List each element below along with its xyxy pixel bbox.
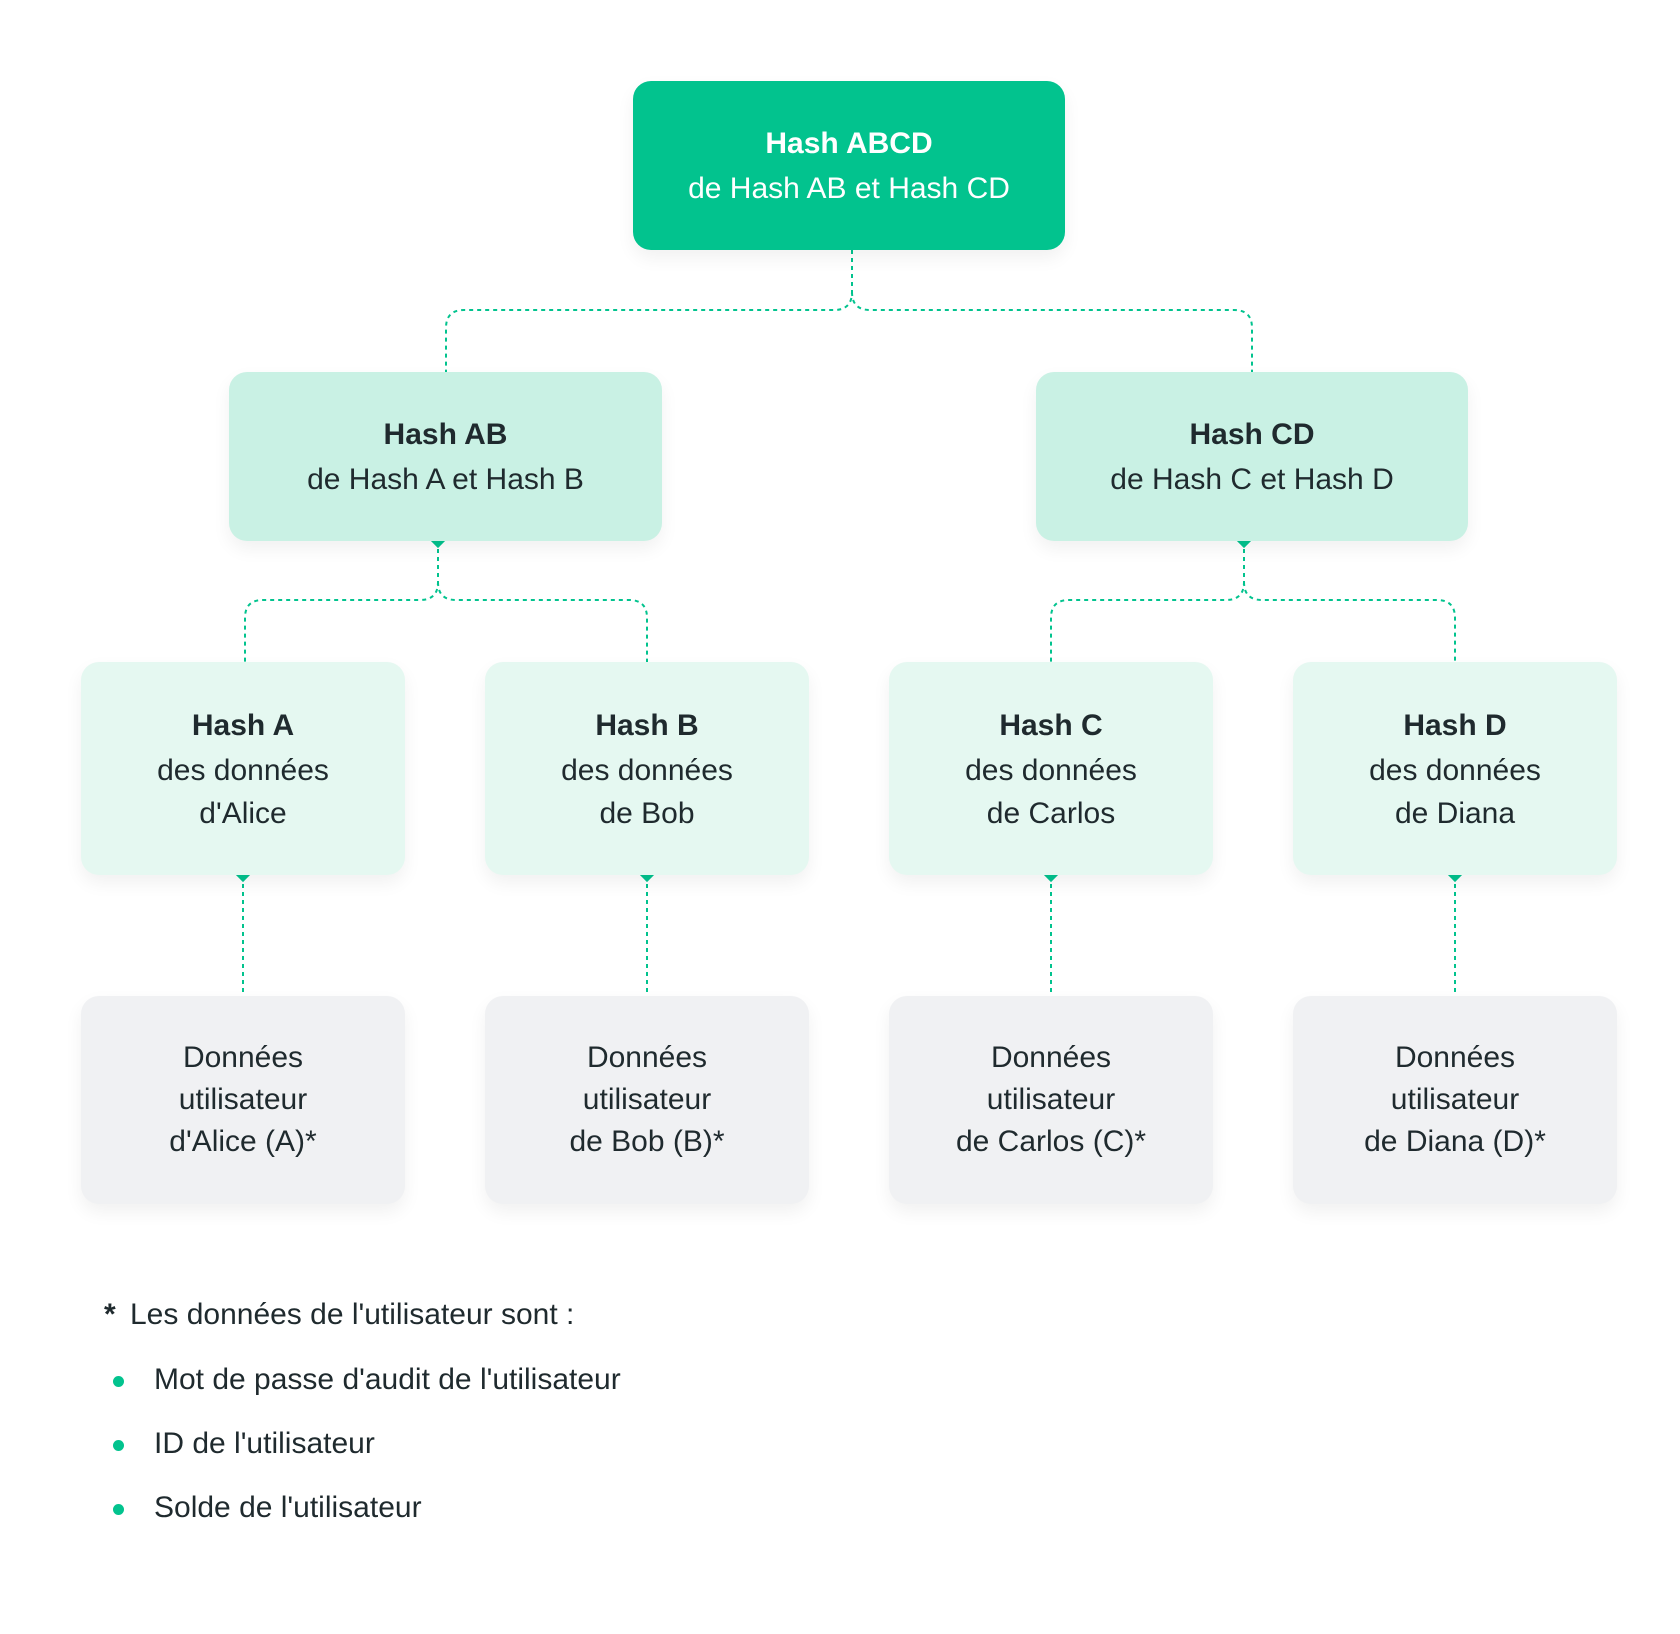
list-item: Solde de l'utilisateur bbox=[104, 1476, 621, 1540]
node-hash-abcd: Hash ABCD de Hash AB et Hash CD bbox=[633, 81, 1065, 250]
node-data-carlos: Données utilisateur de Carlos (C)* bbox=[889, 996, 1213, 1204]
node-title: Hash A bbox=[191, 708, 295, 742]
node-title: Hash AB bbox=[383, 418, 508, 451]
node-title: Hash CD bbox=[1189, 418, 1315, 451]
legend-note: * Les données de l'utilisateur sont : bbox=[104, 1298, 621, 1348]
node-subtitle: de Hash C et Hash D bbox=[1110, 463, 1394, 496]
node-data-diana: Données utilisateur de Diana (D)* bbox=[1293, 996, 1617, 1204]
edge-root-ab bbox=[445, 250, 853, 372]
node-title: Hash B bbox=[595, 708, 699, 742]
node-title: Hash C bbox=[999, 708, 1103, 742]
asterisk-marker: * bbox=[104, 1298, 116, 1331]
node-subtitle: des données de Carlos bbox=[965, 753, 1137, 830]
node-text: Données utilisateur de Carlos (C)* bbox=[955, 1041, 1147, 1158]
node-hash-d: Hash D des données de Diana bbox=[1293, 662, 1617, 875]
bullet-icon bbox=[113, 1504, 124, 1515]
bullet-icon bbox=[113, 1376, 124, 1387]
node-subtitle: des données de Bob bbox=[561, 753, 733, 830]
node-subtitle: des données de Diana bbox=[1369, 753, 1541, 830]
list-item-text: ID de l'utilisateur bbox=[154, 1427, 375, 1460]
list-item-text: Solde de l'utilisateur bbox=[154, 1491, 422, 1524]
legend-list: Mot de passe d'audit de l'utilisateur ID… bbox=[104, 1348, 621, 1540]
node-text: Données utilisateur de Bob (B)* bbox=[569, 1041, 725, 1158]
node-data-bob: Données utilisateur de Bob (B)* bbox=[485, 996, 809, 1204]
node-hash-c: Hash C des données de Carlos bbox=[889, 662, 1213, 875]
node-text: Données utilisateur de Diana (D)* bbox=[1364, 1041, 1546, 1158]
list-item: ID de l'utilisateur bbox=[104, 1412, 621, 1476]
edge-root-cd bbox=[851, 291, 1253, 372]
bullet-icon bbox=[113, 1440, 124, 1451]
node-text: Données utilisateur d'Alice (A)* bbox=[169, 1041, 317, 1158]
node-hash-b: Hash B des données de Bob bbox=[485, 662, 809, 875]
node-hash-a: Hash A des données d'Alice bbox=[81, 662, 405, 875]
node-data-alice: Données utilisateur d'Alice (A)* bbox=[81, 996, 405, 1204]
list-item-text: Mot de passe d'audit de l'utilisateur bbox=[154, 1363, 621, 1396]
edge-cd-c bbox=[1050, 541, 1245, 662]
node-title: Hash D bbox=[1403, 708, 1507, 742]
node-hash-cd: Hash CD de Hash C et Hash D bbox=[1036, 372, 1468, 541]
legend-intro: Les données de l'utilisateur sont : bbox=[130, 1298, 575, 1331]
node-subtitle: de Hash AB et Hash CD bbox=[688, 172, 1010, 205]
edge-cd-d bbox=[1243, 581, 1456, 662]
node-subtitle: de Hash A et Hash B bbox=[307, 463, 584, 496]
node-title: Hash ABCD bbox=[765, 127, 933, 160]
node-subtitle: des données d'Alice bbox=[157, 753, 329, 830]
node-hash-ab: Hash AB de Hash A et Hash B bbox=[229, 372, 662, 541]
edge-ab-b bbox=[437, 581, 648, 662]
edge-ab-a bbox=[244, 541, 439, 662]
legend: * Les données de l'utilisateur sont : Mo… bbox=[104, 1298, 621, 1540]
list-item: Mot de passe d'audit de l'utilisateur bbox=[104, 1348, 621, 1412]
